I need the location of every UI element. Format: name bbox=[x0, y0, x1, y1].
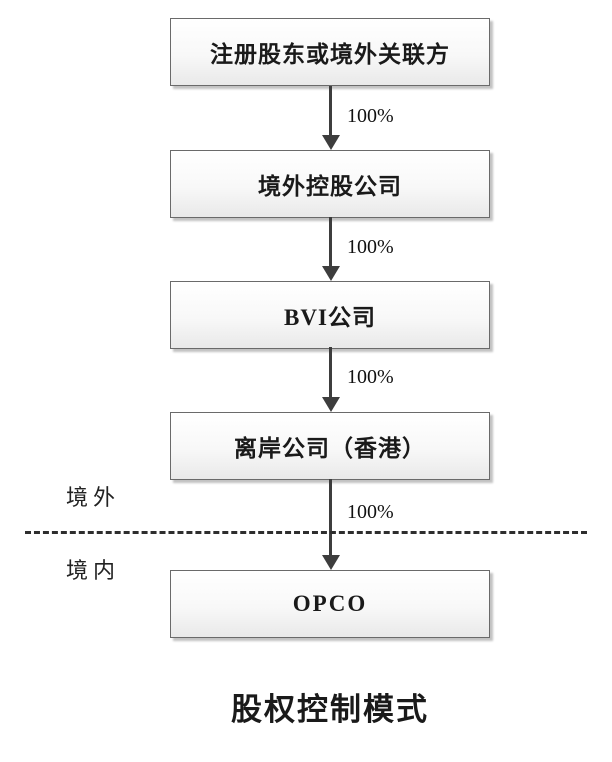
node-offshore-company-hk: 离岸公司（香港） bbox=[170, 412, 490, 480]
edge-offshore-hk-to-opco: 100% bbox=[321, 479, 394, 570]
edge-ownership-label: 100% bbox=[347, 236, 394, 258]
arrow-down-icon bbox=[321, 555, 340, 570]
node-registered-shareholders: 注册股东或境外关联方 bbox=[170, 18, 490, 86]
node-bvi-company-label: BVI公司 bbox=[284, 305, 376, 330]
region-label-overseas: 境外 bbox=[66, 485, 121, 510]
node-offshore-company-hk-label: 离岸公司（香港） bbox=[234, 436, 426, 461]
arrow-down-icon bbox=[321, 135, 340, 150]
arrow-down-icon bbox=[321, 266, 340, 281]
overseas-domestic-boundary-dashed-line bbox=[25, 531, 587, 534]
node-registered-shareholders-label: 注册股东或境外关联方 bbox=[210, 42, 450, 67]
edge-holding-to-bvi: 100% bbox=[321, 217, 394, 281]
node-bvi-company: BVI公司 bbox=[170, 281, 490, 349]
arrow-stem bbox=[329, 479, 332, 559]
edge-ownership-label: 100% bbox=[347, 366, 394, 388]
edge-ownership-label: 100% bbox=[347, 501, 394, 523]
arrow-stem bbox=[329, 86, 332, 139]
region-label-domestic: 境内 bbox=[66, 558, 121, 583]
edge-ownership-label: 100% bbox=[347, 105, 394, 127]
node-opco: OPCO bbox=[170, 570, 490, 638]
node-offshore-holding-company-label: 境外控股公司 bbox=[258, 174, 402, 199]
arrow-down-icon bbox=[321, 397, 340, 412]
arrow-stem bbox=[329, 347, 332, 401]
arrow-stem bbox=[329, 217, 332, 270]
edge-bvi-to-offshore-hk: 100% bbox=[321, 347, 394, 412]
node-offshore-holding-company: 境外控股公司 bbox=[170, 150, 490, 218]
diagram-title: 股权控制模式 bbox=[231, 692, 429, 727]
edge-shareholders-to-holding: 100% bbox=[321, 86, 394, 150]
node-opco-label: OPCO bbox=[292, 591, 368, 616]
